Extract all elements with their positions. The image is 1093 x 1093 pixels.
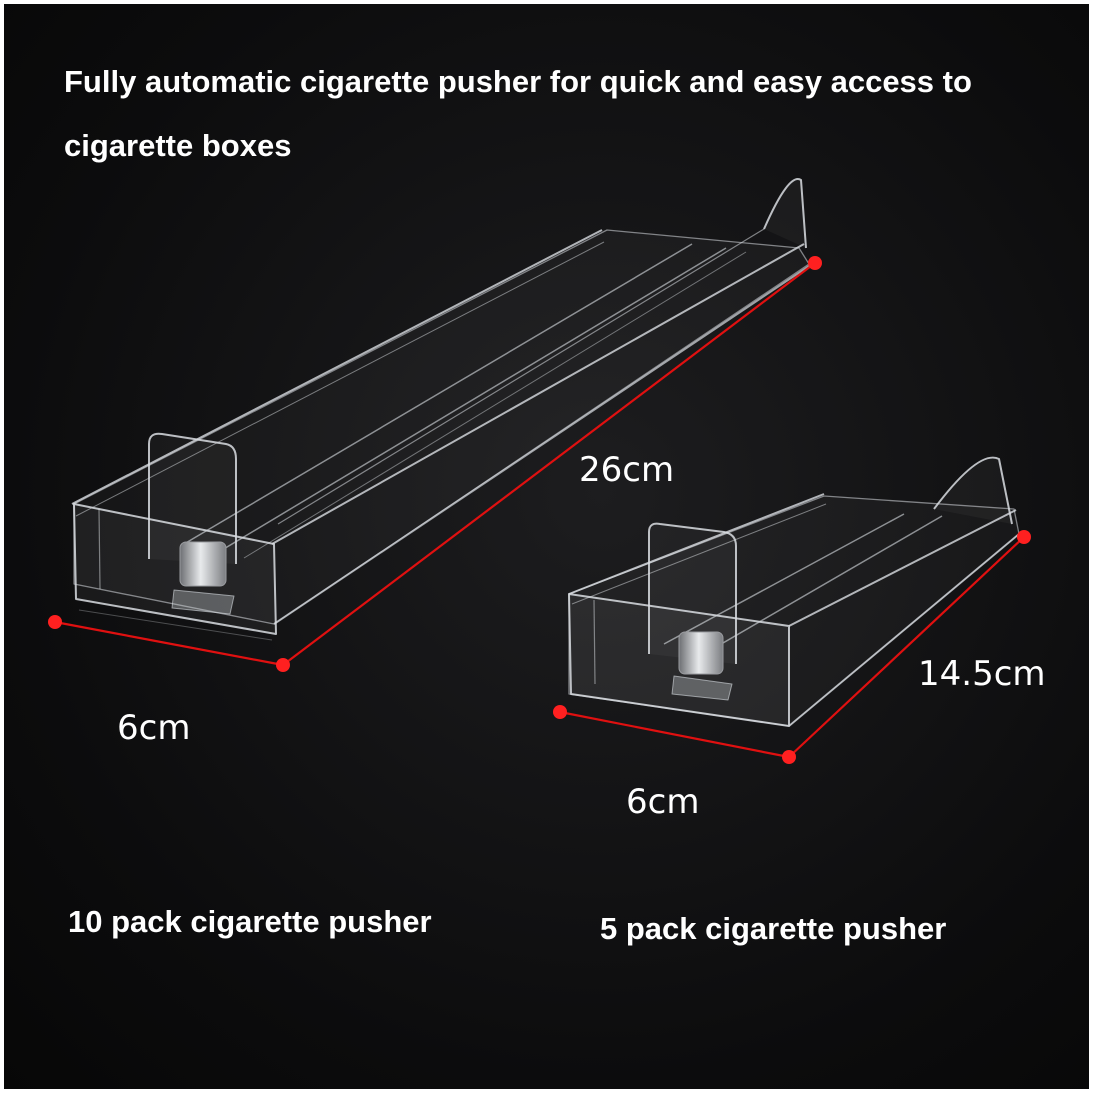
small-length-line: [788, 536, 1025, 758]
small-width-line: [559, 710, 790, 759]
dimension-dot: [782, 750, 796, 764]
small-length-label: 14.5cm: [918, 654, 1046, 694]
pusher-illustration: [48, 178, 1031, 764]
dimension-dot: [276, 658, 290, 672]
large-width-label: 6cm: [117, 708, 191, 748]
dimension-dot: [553, 705, 567, 719]
large-width-line: [54, 620, 284, 667]
large-pusher-caption: 10 pack cigarette pusher: [68, 904, 432, 939]
small-width-label: 6cm: [626, 782, 700, 822]
dimension-dot: [1017, 530, 1031, 544]
small-pusher-caption: 5 pack cigarette pusher: [600, 911, 947, 946]
headline: Fully automatic cigarette pusher for qui…: [64, 64, 972, 163]
large-length-line: [282, 262, 816, 666]
dimension-dot: [48, 615, 62, 629]
product-image-frame: Fully automatic cigarette pusher for qui…: [4, 4, 1089, 1089]
large-pusher: [71, 178, 810, 641]
small-pusher: [568, 456, 1020, 727]
large-length-label: 26cm: [579, 450, 675, 490]
dimension-lines: [48, 256, 1031, 764]
dimension-dot: [808, 256, 822, 270]
